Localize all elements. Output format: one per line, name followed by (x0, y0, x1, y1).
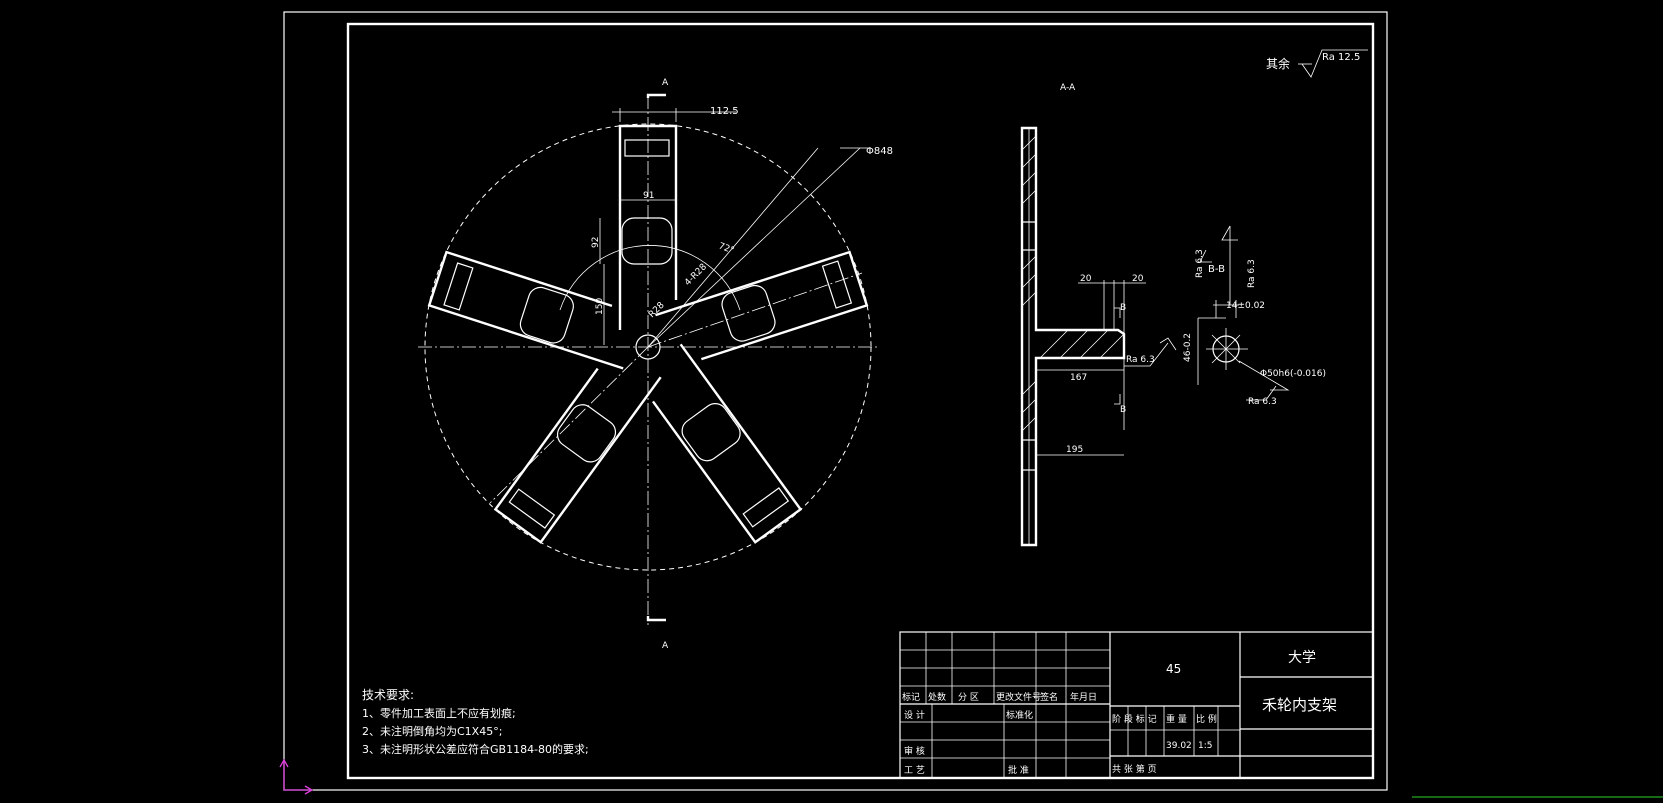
tb-docno: 更改文件号 (996, 691, 1041, 703)
tb-review: 审 核 (904, 745, 925, 757)
tb-approve: 批 准 (1008, 764, 1029, 776)
title-block: 标记 处数 分 区 更改文件号 签名 年月日 设 计 标准化 审 核 工 艺 批… (899, 631, 1374, 779)
part-name: 禾轮内支架 (1262, 696, 1337, 714)
outer-frame (283, 11, 1388, 791)
section-title: A-A (1060, 83, 1076, 93)
tb-stage: 阶 段 标 记 (1112, 713, 1157, 725)
dim-91: 91 (643, 191, 654, 201)
tb-count: 处数 (928, 691, 946, 703)
dim-angle: 72° (717, 241, 735, 256)
section-view-aa: A-A 20 (1020, 83, 1177, 547)
school-name: 大学 (1288, 650, 1316, 666)
ra-bottom: Ra 6.3 (1248, 397, 1277, 407)
dim-outer-diameter: Φ848 (866, 146, 893, 157)
dim-150: 150 (595, 298, 605, 315)
tb-mark: 标记 (902, 691, 920, 703)
material: 45 (1166, 662, 1181, 676)
tech-item-2: 2、未注明倒角均为C1X45°; (362, 724, 502, 738)
dim-20-right: 20 (1132, 274, 1144, 284)
label-b-top: B (1120, 303, 1126, 313)
center-hole (635, 334, 661, 360)
front-view: A A 112.5 Φ848 91 92 150 72° 4-R28 R28 (418, 78, 893, 651)
tb-sign: 签名 (1040, 691, 1058, 703)
tb-weight-label: 重 量 (1166, 713, 1187, 725)
ucs-icon (279, 758, 314, 795)
roughness-other-value: Ra 12.5 (1322, 52, 1360, 63)
roughness-other-label: 其余 (1266, 56, 1290, 71)
dim-14: 14±0.02 (1226, 301, 1265, 311)
spoke-arms (427, 124, 869, 544)
roughness-note: 其余 Ra 12.5 (1266, 49, 1368, 78)
dim-92: 92 (591, 237, 601, 248)
dim-195: 195 (1066, 445, 1083, 455)
ra-left: Ra 6.3 (1195, 249, 1205, 278)
tech-item-3: 3、未注明形状公差应符合GB1184-80的要求; (362, 742, 589, 756)
tb-sheets: 共 张 第 页 (1112, 763, 1157, 775)
dim-r28: R28 (647, 300, 667, 320)
inner-frame (346, 22, 1375, 780)
detail-title: B-B (1208, 264, 1225, 275)
dim-20-left: 20 (1080, 274, 1092, 284)
dim-width-top: 112.5 (710, 106, 739, 117)
dim-46: 46-0.2 (1183, 333, 1193, 362)
roughness-left: Ra 6.3 (1126, 355, 1155, 365)
weight-value: 39.02 (1166, 741, 1192, 751)
section-label-bottom: A (662, 641, 669, 651)
tech-requirements: 技术要求: 1、零件加工表面上不应有划痕; 2、未注明倒角均为C1X45°; 3… (362, 688, 589, 756)
ra-right: Ra 6.3 (1247, 259, 1257, 288)
tb-scale-label: 比 例 (1196, 713, 1217, 725)
tb-zone: 分 区 (958, 692, 979, 703)
dim-167: 167 (1070, 373, 1087, 383)
label-b-bottom: B (1120, 405, 1126, 415)
detail-view-bb: B-B Ra 6.3 Ra 6.3 14±0.02 46-0.2 Φ50h6(-… (1183, 225, 1326, 407)
tech-heading: 技术要求: (362, 688, 414, 702)
tb-process: 工 艺 (904, 765, 925, 776)
dim-holes: 4-R28 (683, 262, 709, 288)
tb-date: 年月日 (1070, 691, 1097, 703)
tech-item-1: 1、零件加工表面上不应有划痕; (362, 706, 516, 720)
section-label-top: A (662, 78, 669, 88)
scale-value: 1:5 (1198, 741, 1212, 751)
tb-design: 设 计 (904, 709, 925, 721)
tb-standard: 标准化 (1006, 709, 1033, 721)
dim-50: Φ50h6(-0.016) (1260, 369, 1326, 379)
